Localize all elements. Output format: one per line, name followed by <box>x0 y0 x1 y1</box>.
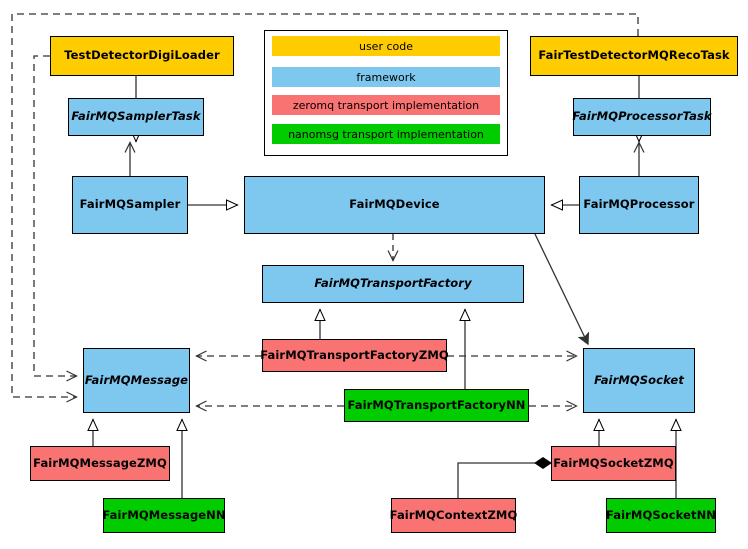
class-node-fairmqsampler[interactable]: FairMQSampler <box>72 176 188 234</box>
legend-label-zeromq: zeromq transport implementation <box>292 98 480 112</box>
legend-label-nanomsg: nanomsg transport implementation <box>288 127 484 141</box>
class-label: FairMQDevice <box>349 197 440 212</box>
class-label: FairMQTransportFactoryZMQ <box>260 347 449 362</box>
class-node-fairmqprocessor[interactable]: FairMQProcessor <box>579 176 699 234</box>
class-node-fairmqtransportfactory[interactable]: FairMQTransportFactory <box>262 265 524 303</box>
edge-socketzmq-contextzmq <box>457 456 552 498</box>
class-label: FairMQContextZMQ <box>389 507 518 522</box>
class-node-fairmqdevice[interactable]: FairMQDevice <box>244 176 545 234</box>
class-label: FairTestDetectorMQRecoTask <box>538 48 730 63</box>
class-node-fairmqtransportfactorynn[interactable]: FairMQTransportFactoryNN <box>344 389 529 422</box>
class-label: FairMQProcessorTask <box>572 109 712 124</box>
class-node-fairmqmessagenn[interactable]: FairMQMessageNN <box>102 498 226 533</box>
class-node-fairtestdetectormqrecotask[interactable]: FairTestDetectorMQRecoTask <box>530 36 738 76</box>
class-label: FairMQSocketZMQ <box>553 455 674 470</box>
class-label: FairMQMessageNN <box>102 507 226 522</box>
class-node-fairmqsocketnn[interactable]: FairMQSocketNN <box>606 498 716 533</box>
legend-item-user-code: user code <box>272 36 500 56</box>
legend-item-framework: framework <box>272 67 500 87</box>
class-node-fairmqsocket[interactable]: FairMQSocket <box>583 348 695 413</box>
class-node-fairmqtransportfactoryzmq[interactable]: FairMQTransportFactoryZMQ <box>260 339 449 372</box>
legend-label-framework: framework <box>356 70 416 84</box>
legend-label-user-code: user code <box>358 39 414 53</box>
class-node-fairmqsamplertask[interactable]: FairMQSamplerTask <box>68 98 204 136</box>
edge-device-socket <box>534 233 588 344</box>
class-label: TestDetectorDigiLoader <box>64 48 220 63</box>
edge-recotask-message <box>11 13 639 403</box>
class-label: FairMQSamplerTask <box>71 109 201 124</box>
class-node-fairmqsocketzmq[interactable]: FairMQSocketZMQ <box>551 446 676 481</box>
class-label: FairMQTransportFactory <box>314 276 472 291</box>
class-node-testdetectordigiloader[interactable]: TestDetectorDigiLoader <box>50 36 234 76</box>
class-label: FairMQTransportFactoryNN <box>347 397 526 412</box>
class-node-fairmqmessage[interactable]: FairMQMessage <box>83 348 190 413</box>
class-label: FairMQProcessor <box>583 197 695 212</box>
legend-item-zeromq: zeromq transport implementation <box>272 95 500 115</box>
class-node-fairmqcontextzmq[interactable]: FairMQContextZMQ <box>389 498 518 533</box>
class-node-fairmqmessagezmq[interactable]: FairMQMessageZMQ <box>30 446 170 481</box>
class-label: FairMQSocketNN <box>605 507 717 522</box>
class-node-fairmqprocessortask[interactable]: FairMQProcessorTask <box>572 98 712 136</box>
class-label: FairMQSampler <box>79 197 181 212</box>
legend-item-nanomsg: nanomsg transport implementation <box>272 124 500 144</box>
class-label: FairMQMessageZMQ <box>33 455 167 470</box>
class-label: FairMQSocket <box>594 372 684 387</box>
class-label: FairMQMessage <box>84 372 189 387</box>
